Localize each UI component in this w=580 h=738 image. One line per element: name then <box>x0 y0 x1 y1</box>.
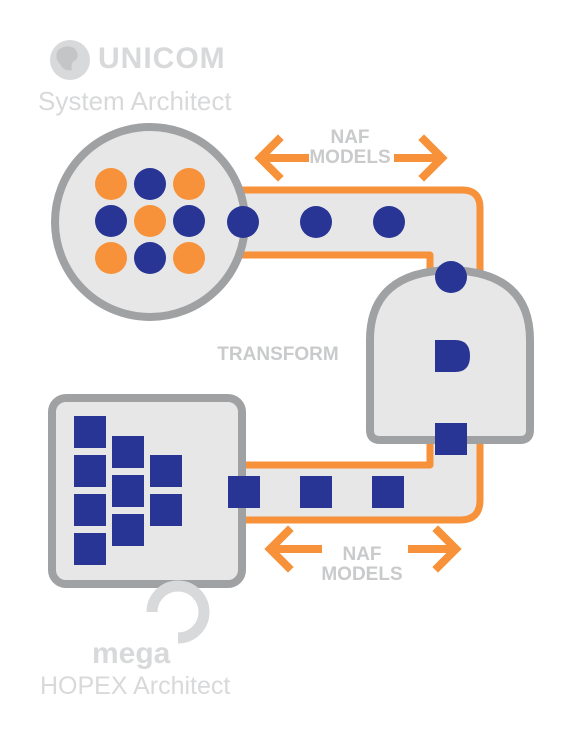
naf-models-bottom-label: NAF MODELS <box>312 545 412 585</box>
naf-top-line1: NAF <box>330 127 370 148</box>
mega-swirl-icon <box>146 580 210 644</box>
unicom-tagline: System Architect <box>38 86 232 116</box>
naf-bottom-line2: MODELS <box>321 564 403 585</box>
transform-label: TRANSFORM <box>217 344 339 365</box>
source-elements <box>95 168 205 274</box>
naf-models-bottom-arrow <box>264 525 462 573</box>
naf-top-line2: MODELS <box>309 147 391 168</box>
mega-logo-text: mega <box>92 637 171 670</box>
globe-icon <box>50 40 90 80</box>
transforming-element <box>435 340 470 372</box>
flowing-circles <box>227 206 467 293</box>
flowing-squares <box>228 423 467 508</box>
target-elements <box>74 416 182 565</box>
unicom-logo-text: UNICOM <box>98 42 226 75</box>
naf-bottom-line1: NAF <box>342 544 382 565</box>
naf-models-top-label: NAF MODELS <box>300 128 400 168</box>
hopex-tagline: HOPEX Architect <box>40 672 231 700</box>
naf-models-top-arrow <box>254 134 448 182</box>
